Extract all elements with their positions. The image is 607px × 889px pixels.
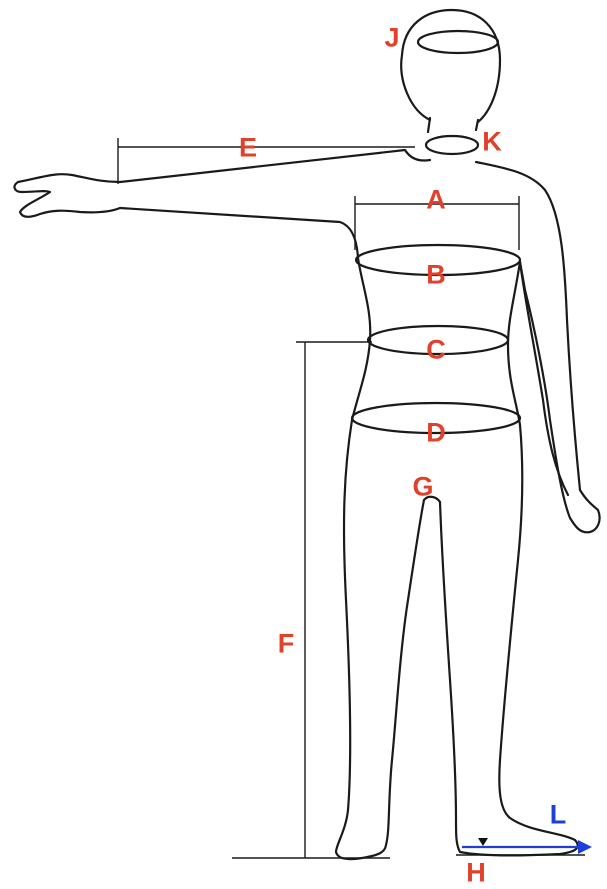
label-l: L	[550, 802, 567, 829]
head-outline	[401, 10, 500, 122]
head-circumference-ring	[418, 31, 498, 53]
label-b: B	[426, 262, 446, 289]
label-g: G	[412, 474, 433, 501]
left-leg-outline	[336, 420, 424, 859]
heel-marker-icon	[478, 838, 488, 846]
left-arm-bottom-outline	[120, 208, 358, 258]
neck-outline	[428, 118, 478, 132]
left-arm-top-outline	[15, 150, 430, 217]
right-leg-outline	[440, 425, 578, 855]
label-c: C	[426, 337, 446, 364]
right-arm-outline	[476, 162, 600, 532]
label-e: E	[239, 135, 257, 162]
label-d: D	[426, 420, 446, 447]
label-h: H	[466, 860, 486, 887]
label-f: F	[278, 631, 295, 658]
label-j: J	[384, 25, 399, 52]
label-a: A	[426, 187, 446, 214]
torso-right-outline	[508, 262, 520, 425]
label-k: K	[482, 129, 502, 156]
neck-circumference-ring	[426, 136, 478, 154]
